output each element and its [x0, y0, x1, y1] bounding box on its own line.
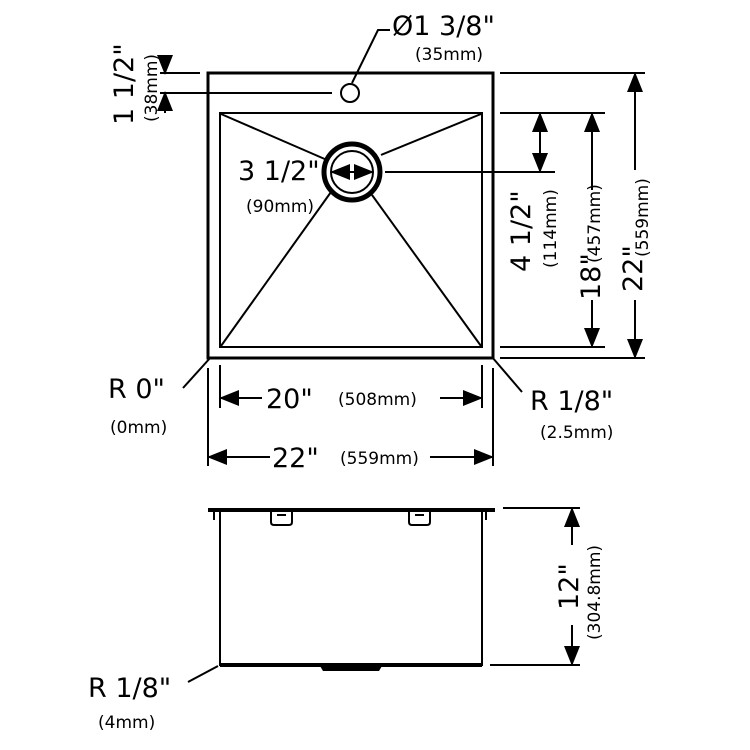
outer-corner-radius-dim: R 1/8" [530, 386, 613, 417]
drain-dim: 3 1/2" [238, 156, 320, 187]
height-metric: (304.8mm) [585, 545, 605, 640]
faucet-hole-metric: (35mm) [415, 45, 483, 65]
drain-offset-dim: 4 1/2" [506, 190, 537, 272]
outer-depth-metric: (559mm) [633, 178, 653, 257]
sink-outer-outline [206, 71, 495, 360]
mounting-clip [270, 512, 293, 526]
slope-lines [220, 113, 482, 347]
height-dim: 12" [554, 563, 585, 610]
inner-depth-dim: 18" [576, 253, 607, 300]
outer-corner-radius-metric: (2.5mm) [540, 423, 613, 443]
side-view [208, 508, 495, 671]
faucet-hole-dim: Ø1 3/8" [392, 11, 495, 42]
outer-width-dim: 22" [272, 443, 319, 474]
faucet-offset-metric: (38mm) [142, 54, 162, 122]
bottom-radius-metric: (4mm) [98, 713, 155, 733]
inner-width-dim: 20" [266, 384, 313, 415]
inner-depth-metric: (457mm) [585, 184, 605, 263]
drain-offset-metric: (114mm) [541, 189, 561, 268]
mounting-clip [408, 512, 431, 526]
bottom-radius-dim: R 1/8" [88, 673, 171, 704]
leader-line [187, 665, 219, 683]
sink-bowl-outline [219, 112, 483, 348]
inner-corner-radius-dim: R 0" [108, 374, 165, 405]
top-view [206, 71, 495, 360]
inner-width-metric: (508mm) [338, 390, 417, 410]
faucet-hole [340, 83, 360, 103]
inner-corner-radius-metric: (0mm) [110, 418, 167, 438]
faucet-leader [351, 29, 390, 84]
leader-line [491, 356, 523, 393]
drain-metric: (90mm) [246, 197, 314, 217]
drain-bump [320, 666, 382, 671]
outer-width-metric: (559mm) [340, 449, 419, 469]
leader-line [182, 356, 212, 389]
faucet-offset-dim: 1 1/2" [109, 43, 140, 125]
bowl-side-outline [219, 512, 483, 666]
outer-depth-dim: 22" [618, 245, 649, 292]
